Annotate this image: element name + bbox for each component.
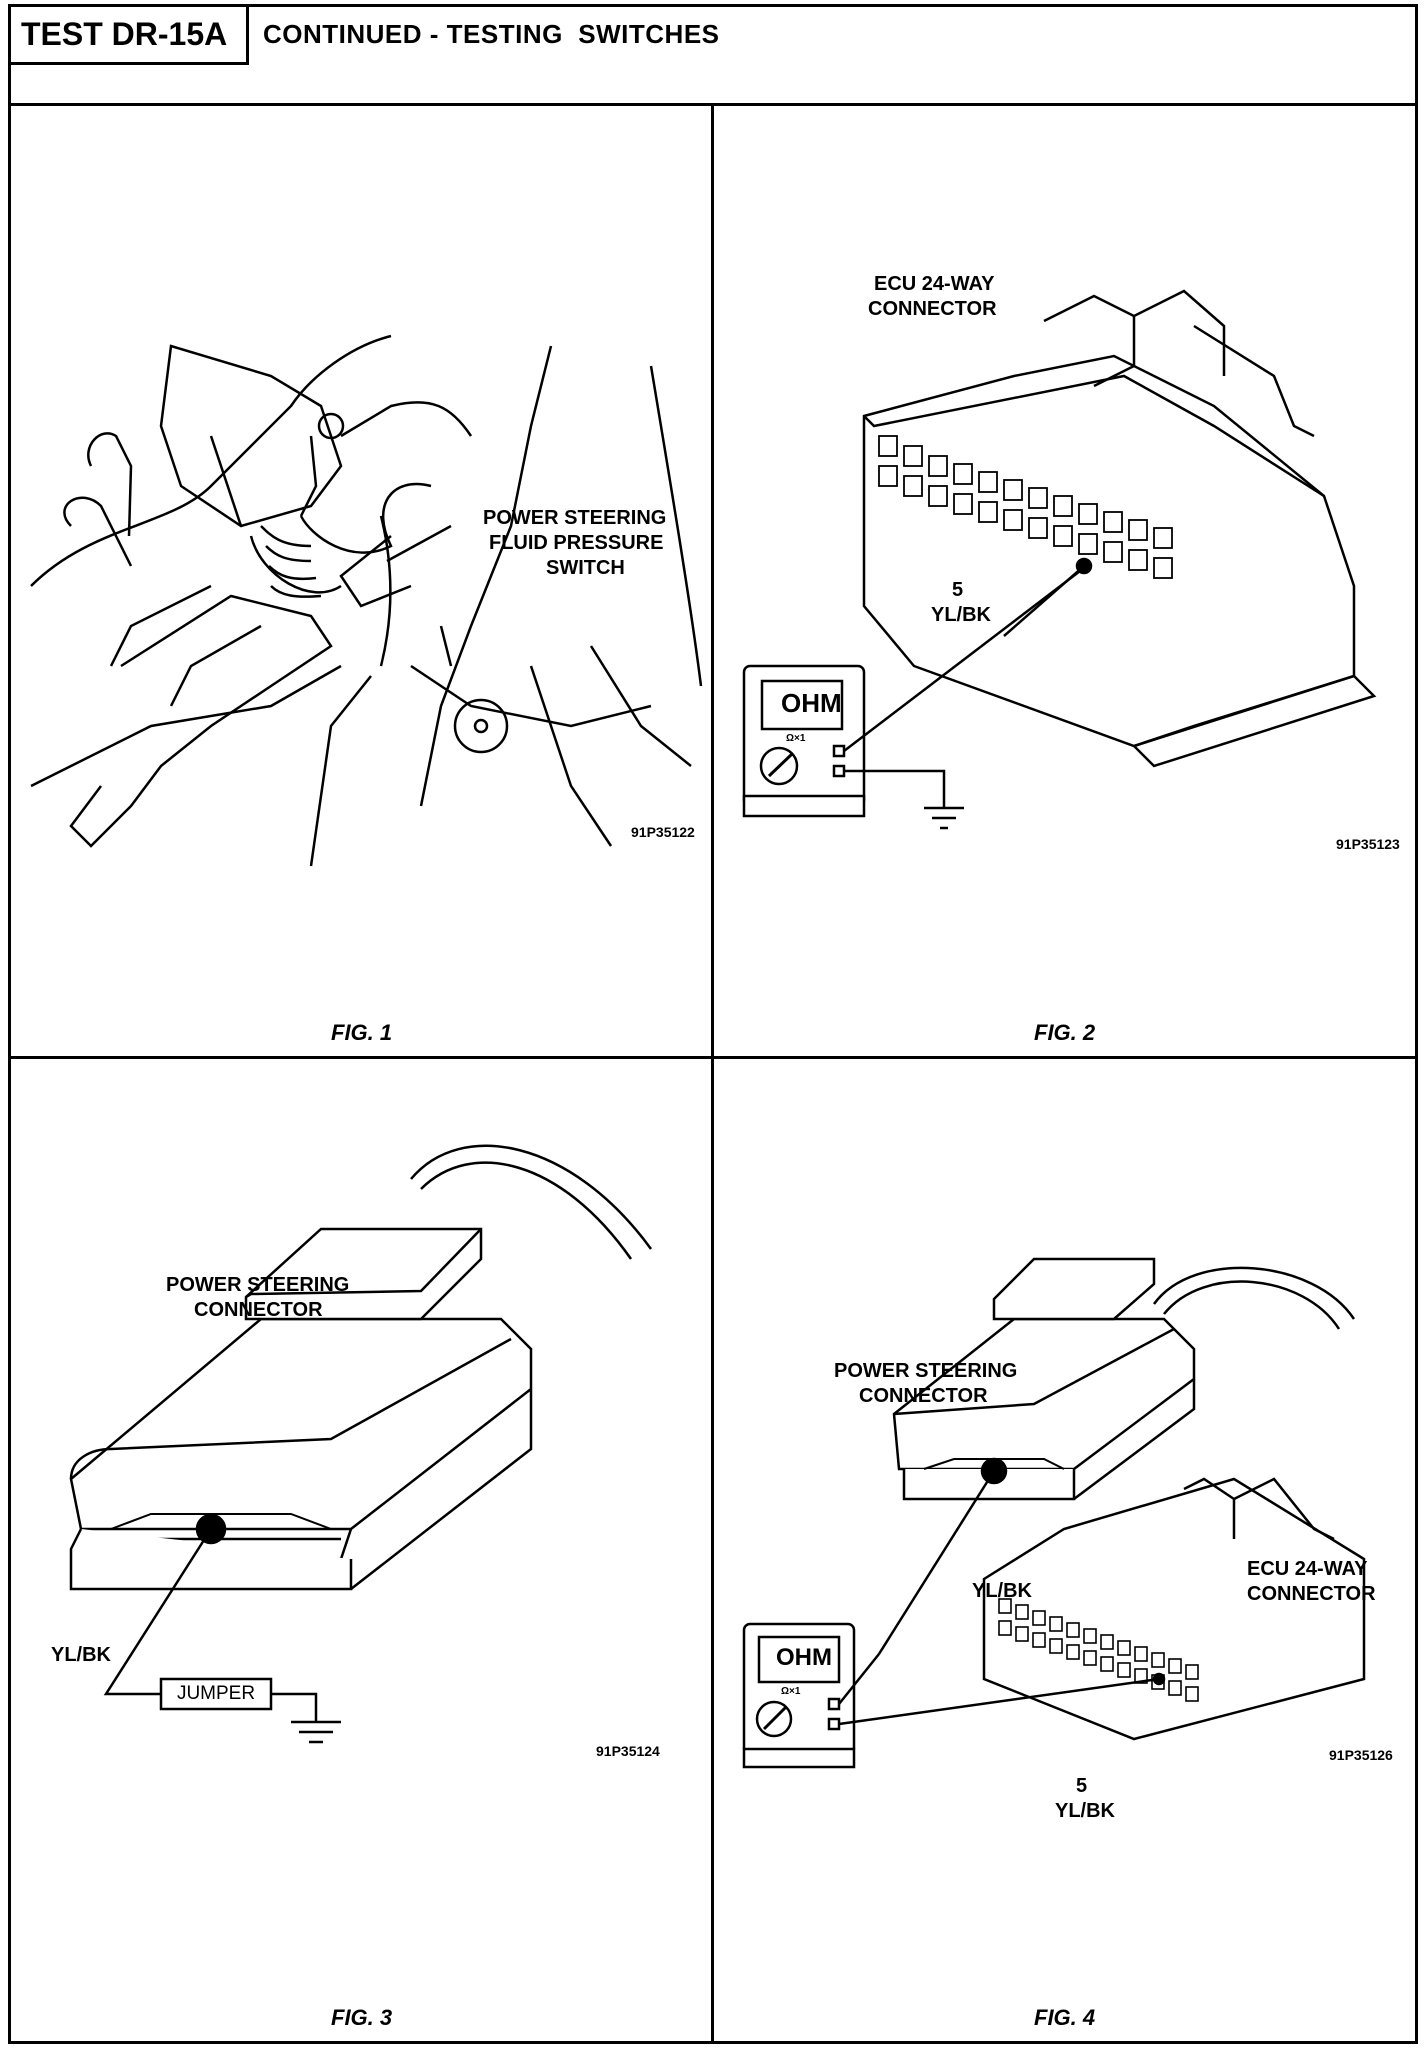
test-id-box: TEST DR-15A — [11, 7, 249, 65]
ecu-connector-diagram — [742, 289, 1377, 830]
page-frame: TEST DR-15A CONTINUED - TESTING SWITCHES — [8, 4, 1418, 2044]
ecu-pin-rows — [878, 435, 1173, 579]
ecu-label-line2: CONNECTOR — [868, 298, 997, 320]
wire-color: YL/BK — [1055, 1800, 1115, 1822]
switch-label-line1: POWER STEERING — [483, 507, 667, 529]
wire-color-top: YL/BK — [972, 1580, 1032, 1602]
ohmmeter-fig4 — [742, 1622, 856, 1769]
meter-scale: Ω×1 — [786, 733, 806, 744]
figure-2-code: 91P35123 — [1336, 836, 1400, 852]
meter-display: OHM — [776, 1644, 832, 1671]
figure-3-panel: POWER STEERING CONNECTOR YL/BK JUMPER 91… — [11, 1059, 711, 2039]
figure-grid: POWER STEERING FLUID PRESSURE SWITCH 91P… — [11, 106, 1415, 2041]
pin-number: 5 — [952, 579, 964, 601]
figure-1-code: 91P35122 — [631, 824, 695, 840]
combined-connector-diagram — [742, 1257, 1366, 1769]
figure-3-code: 91P35124 — [596, 1743, 660, 1759]
power-steering-connector-diagram — [69, 1144, 653, 1744]
engine-bay-illustration — [30, 334, 703, 867]
ohmmeter — [742, 664, 866, 818]
wire-color: YL/BK — [51, 1644, 111, 1666]
ecu-label-line1: ECU 24-WAY — [874, 273, 995, 295]
ecu-pin-rows-fig4 — [998, 1598, 1199, 1702]
header-title: CONTINUED - TESTING SWITCHES — [263, 19, 720, 49]
switch-label-line2: FLUID PRESSURE — [489, 532, 664, 554]
vertical-divider — [711, 106, 714, 2041]
figure-2-panel: ECU 24-WAY CONNECTOR 5 YL/BK OHM Ω×1 91P… — [714, 106, 1414, 1056]
wire-color: YL/BK — [931, 604, 991, 626]
figure-1-caption: FIG. 1 — [331, 1020, 393, 1045]
jumper-label: JUMPER — [176, 1683, 256, 1704]
meter-scale: Ω×1 — [781, 1686, 801, 1697]
figure-4-code: 91P35126 — [1329, 1747, 1393, 1763]
ps-label-line1: POWER STEERING — [166, 1274, 350, 1296]
horizontal-divider — [11, 1056, 1415, 1059]
figure-2-caption: FIG. 2 — [1034, 1020, 1096, 1045]
ps-label-line2: CONNECTOR — [194, 1299, 323, 1321]
figure-4-panel: POWER STEERING CONNECTOR YL/BK ECU 24-WA… — [714, 1059, 1414, 2039]
ps-label-line2: CONNECTOR — [859, 1385, 988, 1407]
switch-label-line3: SWITCH — [546, 557, 625, 579]
ecu-label-line1: ECU 24-WAY — [1247, 1558, 1368, 1580]
ecu-label-line2: CONNECTOR — [1247, 1583, 1376, 1605]
figure-3-caption: FIG. 3 — [331, 2005, 393, 2030]
figure-4-caption: FIG. 4 — [1034, 2005, 1096, 2030]
header: TEST DR-15A CONTINUED - TESTING SWITCHES — [11, 7, 1415, 106]
figure-1-panel: POWER STEERING FLUID PRESSURE SWITCH 91P… — [11, 106, 711, 1056]
pin-number: 5 — [1076, 1775, 1088, 1797]
ps-label-line1: POWER STEERING — [834, 1360, 1018, 1382]
meter-display: OHM — [781, 688, 842, 718]
